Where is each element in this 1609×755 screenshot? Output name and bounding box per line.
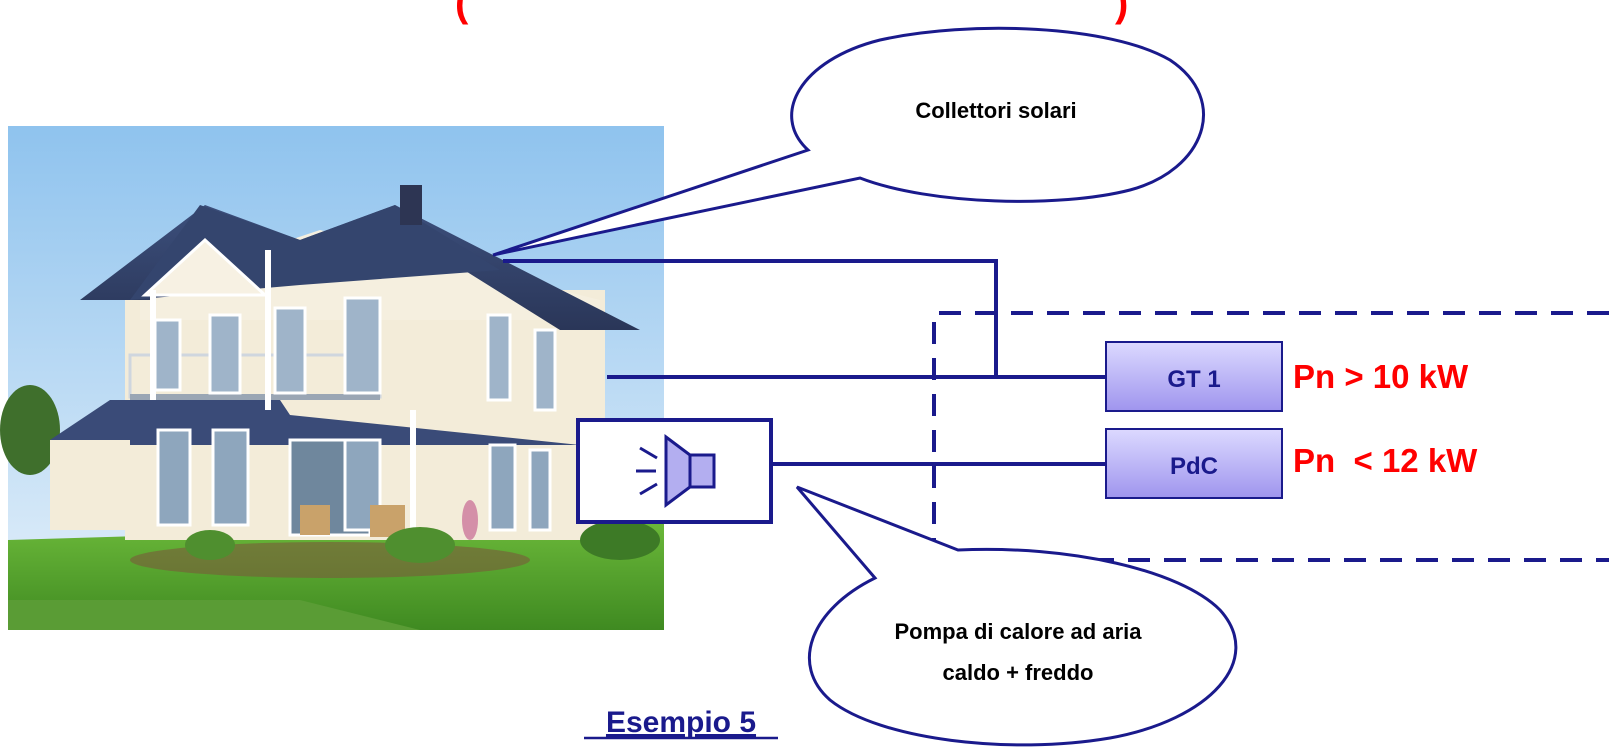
house-photo [0, 126, 664, 630]
example-label: Esempio 5 [606, 706, 756, 739]
heat-pump-unit [576, 418, 773, 524]
title-fragment-right: ) [1115, 0, 1128, 25]
callout-collettori-solari: Collettori solari [492, 26, 1205, 257]
gt1-label: GT 1 [1167, 366, 1220, 393]
callout-pompa-di-calore: Pompa di calore ad aria caldo + freddo [795, 485, 1238, 747]
callout-collettori-solari-text: Collettori solari [915, 98, 1076, 123]
callout-pompa-line-2: caldo + freddo [943, 660, 1094, 685]
speaker-fan-icon [636, 434, 716, 508]
pdc-power-label: Pn < 12 kW [1293, 442, 1478, 479]
title-fragment-left: ( [455, 0, 469, 25]
pdc-box: PdC [1105, 428, 1283, 499]
pdc-label: PdC [1170, 453, 1218, 480]
gt1-box: GT 1 [1105, 341, 1283, 412]
plant-room-dashed-box [932, 311, 1609, 562]
callout-pompa-line-1: Pompa di calore ad aria [895, 619, 1143, 644]
solar-connection-line [503, 259, 998, 377]
gt1-power-label: Pn > 10 kW [1293, 358, 1469, 395]
